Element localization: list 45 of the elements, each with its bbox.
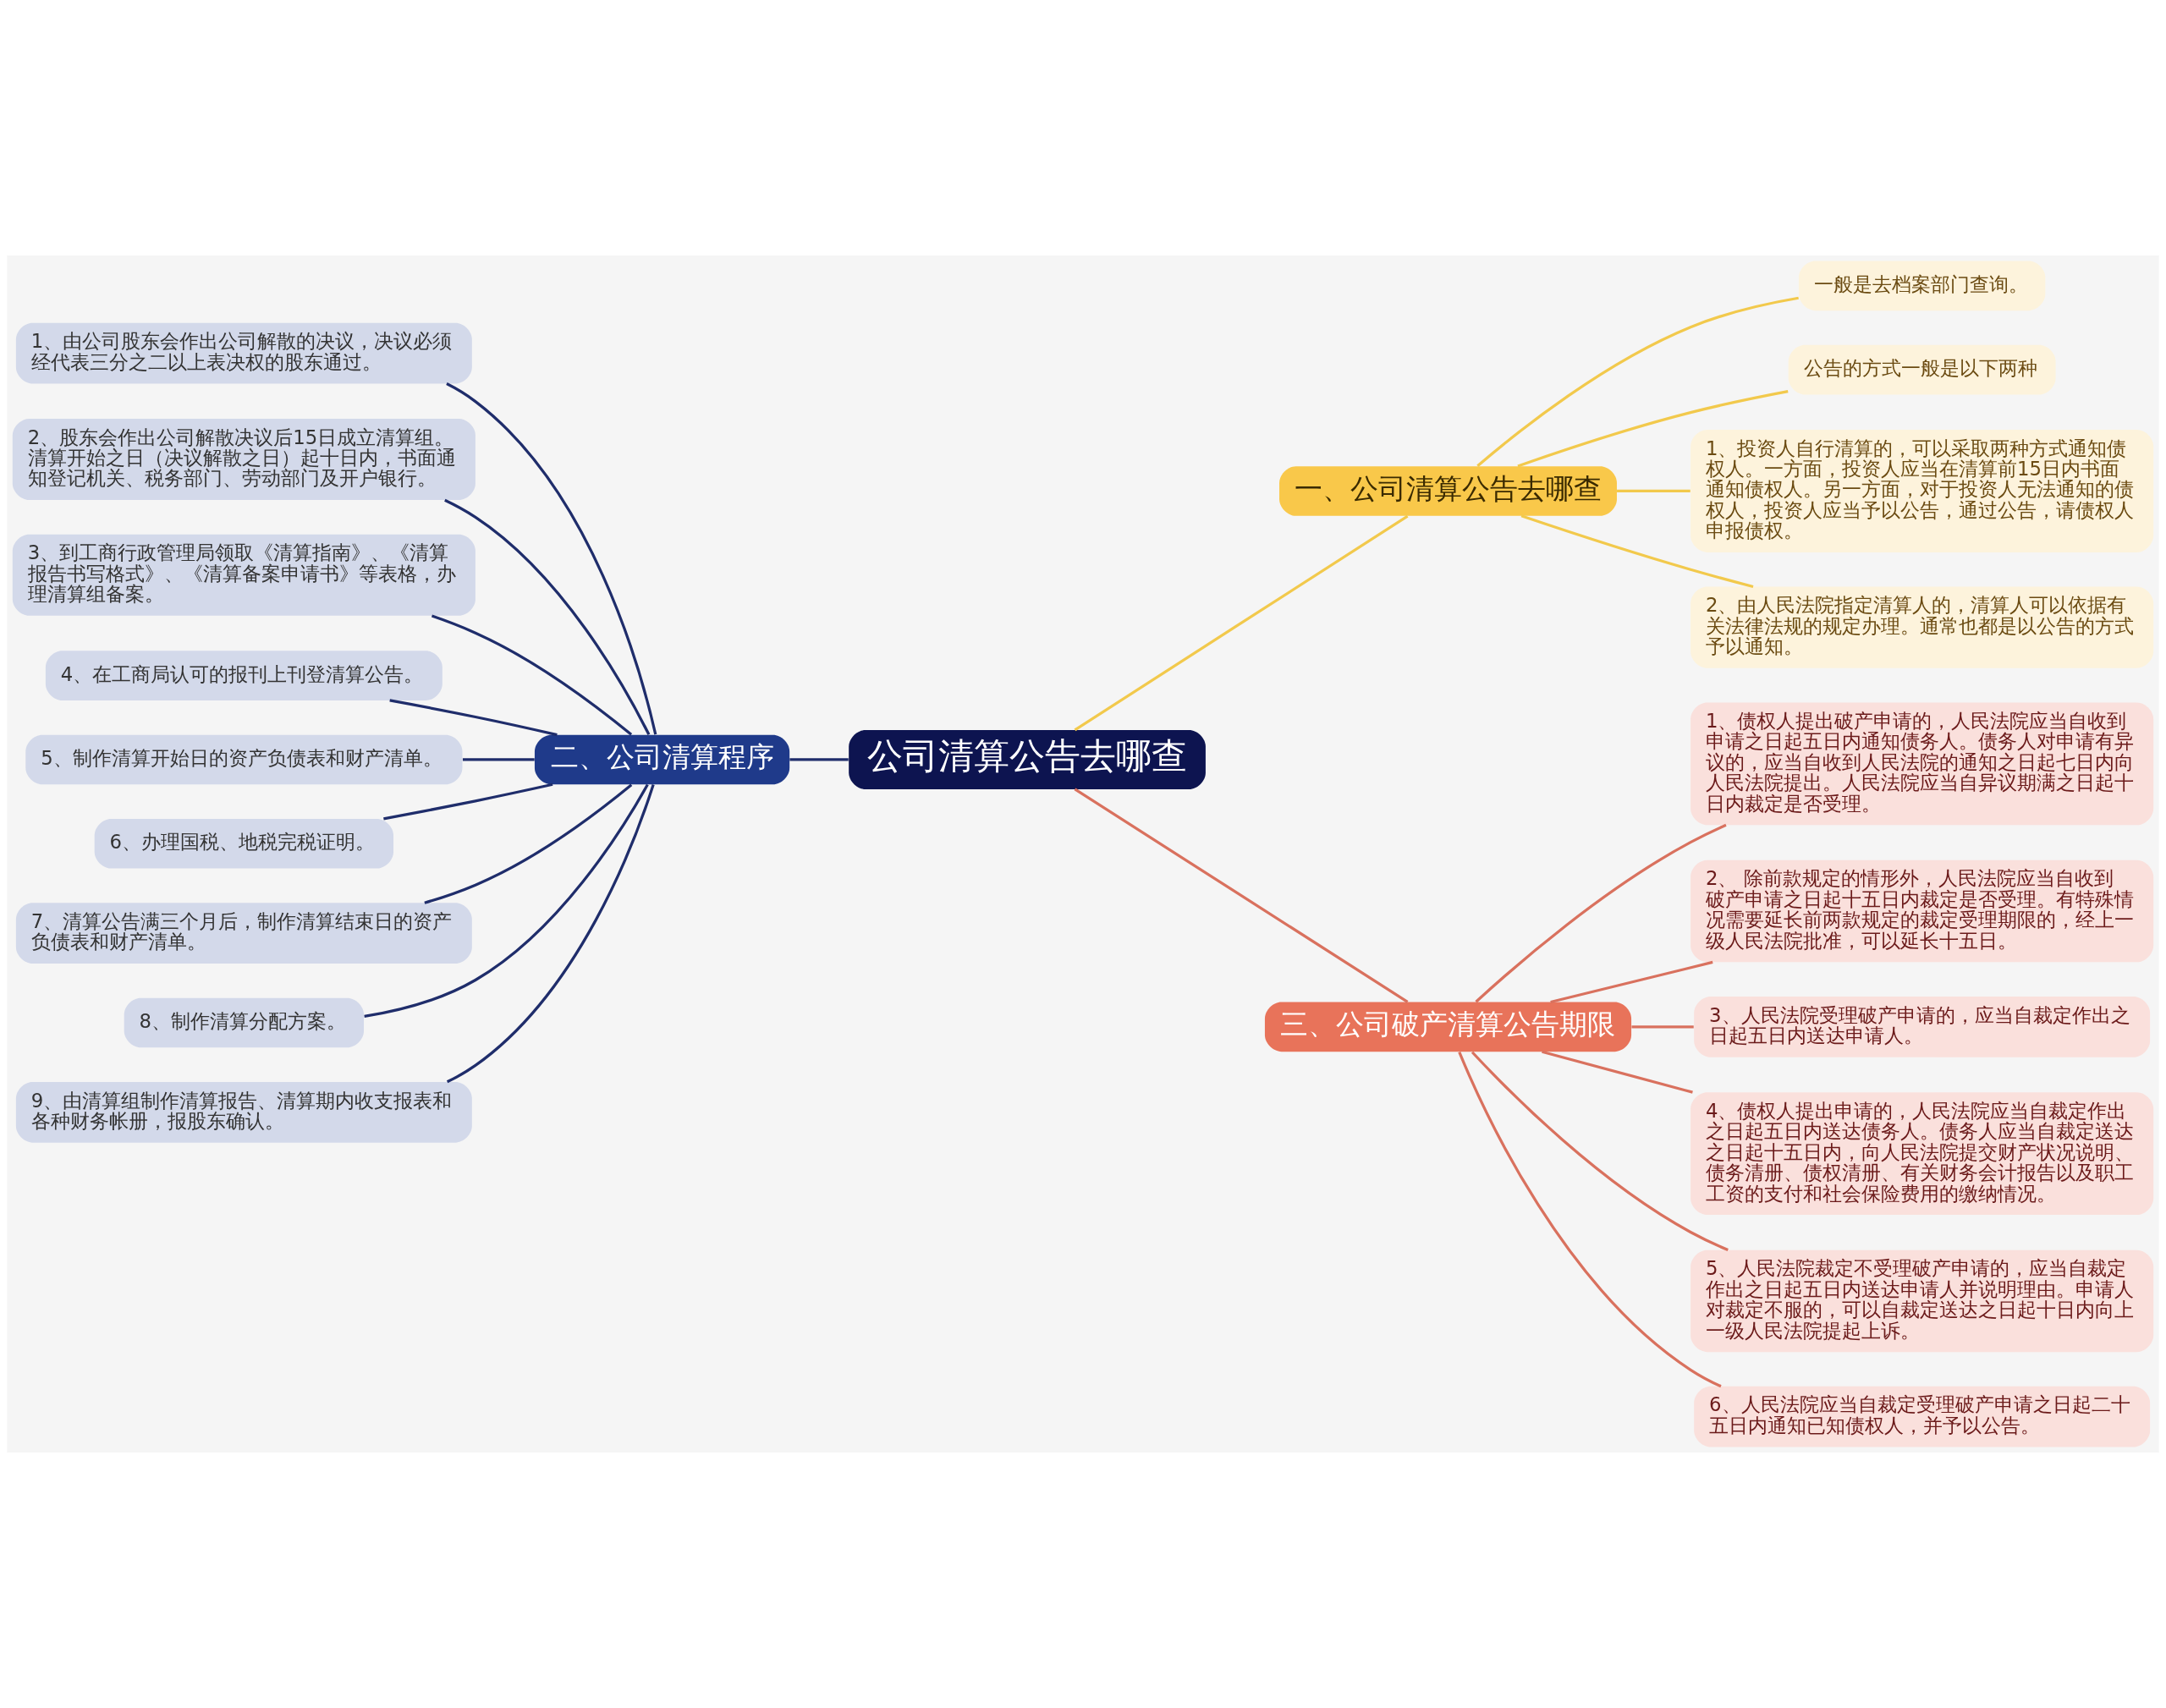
node-box: 公司清算公告去哪查 [849,729,1206,789]
node-box: 6、人民法院应当自裁定受理破产申请之日起二十五日内通知已知债权人，并予以公告。 [1694,1386,2151,1447]
node-box: 7、清算公告满三个月后，制作清算结束日的资产负债表和财产清单。 [15,903,472,964]
connector [462,758,535,761]
connector [1517,390,1789,468]
connector [446,382,657,735]
connector [1520,514,1754,589]
connector [1550,960,1713,1004]
node-box: 一、公司清算公告去哪查 [1279,466,1617,516]
connector [1471,1051,1729,1252]
connector [444,498,651,736]
node-box: 9、由清算组制作清算报告、清算期内收支报表和各种财务帐册，报股东确认。 [15,1082,472,1143]
connector [1458,1052,1722,1388]
connector [1542,1050,1693,1094]
node-box: 4、在工商局认可的报刊上刊登清算公告。 [45,651,443,700]
connector [789,758,849,761]
connector [446,784,655,1084]
node-box: 4、债权人提出申请的，人民法院应当自裁定作出之日起五日内送达债务人。债务人应当自裁定送达之日起十五日内，向人民法院提交财产状况说明、债务清册、债权清册、有关财务会计报告以及职工工资的支付和社会保险费用的缴纳情况。 [1690,1092,2154,1216]
connector [1631,1025,1694,1029]
connector [431,614,633,736]
connector [383,783,553,821]
node-box: 2、由人民法院指定清算人的，清算人可以依据有关法律法规的规定办理。通常也都是以公告的方式予以通知。 [1690,586,2154,668]
node-box: 2、 除前款规定的情形外，人民法院应当自收到破产申请之日起十五日内裁定是否受理。有特殊情况需要延长前两款规定的裁定受理期限的，经上一级人民法院批准，可以延长十五日。 [1690,859,2154,963]
node-box: 公告的方式一般是以下两种 [1788,344,2056,395]
node-box: 三、公司破产清算公告期限 [1264,1002,1632,1052]
connector [389,699,558,737]
node-box: 1、投资人自行清算的，可以采取两种方式通知债权人。一方面，投资人应当在清算前15日内书面通知债权人。另一方面，对于投资人无法通知的债权人，投资人应当予以公告，通过公告，请债权人申报债权。 [1690,430,2154,552]
connector [1617,489,1690,493]
connector [364,783,649,1019]
connector [1476,296,1799,468]
node-box: 3、到工商行政管理局领取《清算指南》、《清算报告书写格式》、《清算备案申请书》等表格，办理清算组备案。 [12,534,476,616]
node-box: 2、股东会作出公司解散决议后15日成立清算组。清算开始之日（决议解散之日）起十日内，书面通知登记机关、税务部门、劳动部门及开户银行。 [12,418,476,500]
connector [1074,514,1409,732]
connector [1074,788,1409,1003]
node-box: 一般是去档案部门查询。 [1798,261,2046,311]
node-box: 二、公司清算程序 [534,734,790,785]
node-box: 8、制作清算分配方案。 [124,997,364,1048]
connector [1475,823,1727,1003]
connector [424,783,633,904]
node-box: 5、制作清算开始日的资产负债表和财产清单。 [25,734,463,785]
node-box: 3、人民法院受理破产申请的，应当自裁定作出之日起五日内送达申请人。 [1694,997,2151,1057]
node-box: 5、人民法院裁定不受理破产申请的，应当自裁定作出之日起五日内送达申请人并说明理由。申请人对裁定不服的，可以自裁定送达之日起十日内向上一级人民法院提起上诉。 [1690,1249,2154,1353]
node-box: 1、债权人提出破产申请的，人民法院应当自收到申请之日起五日内通知债务人。债务人对申请有异议的，应当自收到人民法院的通知之日起七日内向人民法院提出。人民法院应当自异议期满之日起十日内裁定是否受理。 [1690,702,2154,826]
node-box: 1、由公司股东会作出公司解散的决议，决议必须经代表三分之二以上表决权的股东通过。 [15,322,472,384]
node-box: 6、办理国税、地税完税证明。 [94,819,394,869]
